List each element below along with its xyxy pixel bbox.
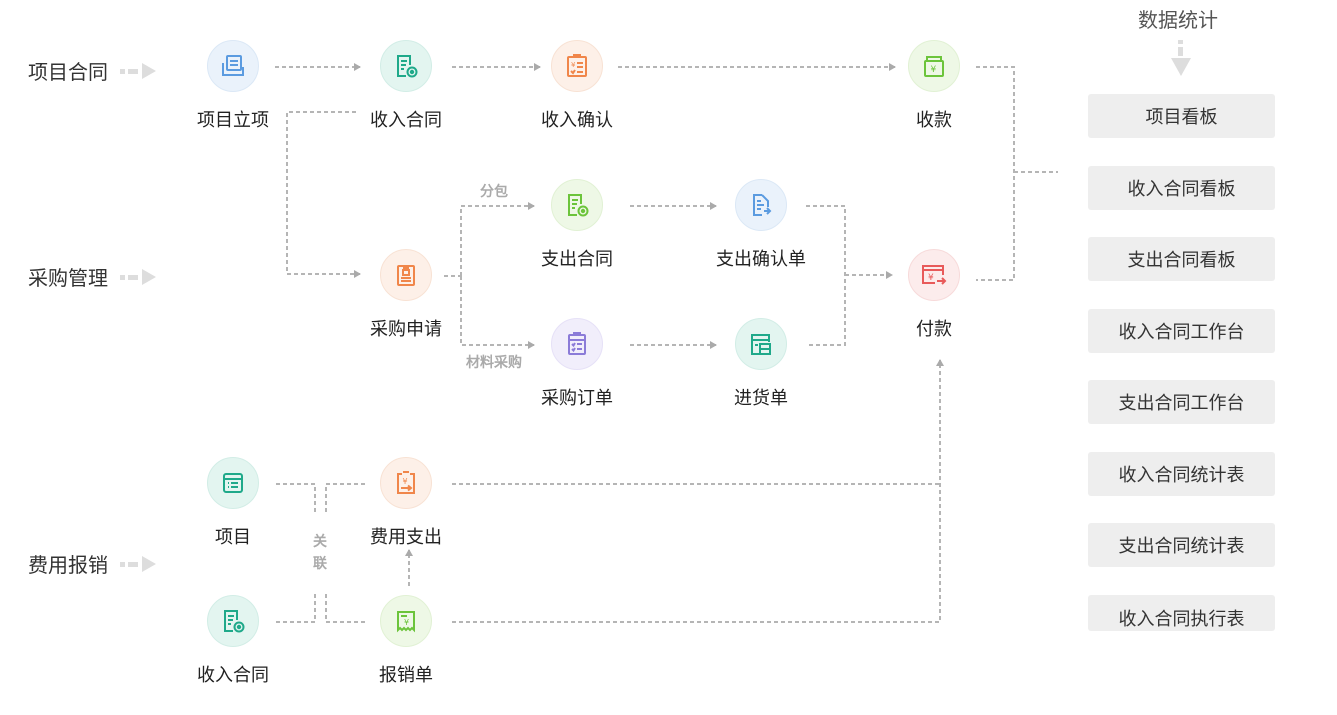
node-project[interactable]: 项目 <box>183 457 283 549</box>
node-income-confirm[interactable]: ¥ 收入确认 <box>527 40 627 132</box>
node-expense-out[interactable]: ¥ 费用支出 <box>356 457 456 549</box>
svg-text:¥: ¥ <box>928 273 934 283</box>
node-label: 采购申请 <box>370 319 442 340</box>
inbox-document-icon <box>207 40 259 92</box>
arrow-down-icon <box>1170 40 1192 80</box>
row-label-text: 项目合同 <box>28 60 108 84</box>
contract-seal-icon <box>380 40 432 92</box>
svg-text:¥: ¥ <box>571 61 576 69</box>
node-label: 收入确认 <box>541 110 613 131</box>
edge-label-subcontract: 分包 <box>480 184 508 200</box>
edge-setup-to-purchase-request <box>286 111 361 278</box>
node-label: 收入合同 <box>197 665 269 686</box>
yuan-window-icon: ¥ <box>908 249 960 301</box>
node-label: 进货单 <box>734 388 788 409</box>
node-label: 采购订单 <box>541 388 613 409</box>
node-project-setup[interactable]: 项目立项 <box>183 40 283 132</box>
row-label-reimbursement: 费用报销 <box>28 549 158 578</box>
row-label-text: 采购管理 <box>28 266 108 290</box>
stat-button-expense-contract-statistics[interactable]: 支出合同统计表 <box>1088 523 1275 567</box>
node-goods-receipt[interactable]: 进货单 <box>711 318 811 410</box>
edge-material-purchase <box>460 276 535 349</box>
row-label-project-contract: 项目合同 <box>28 56 158 85</box>
node-label: 项目立项 <box>197 110 269 131</box>
node-label: 收款 <box>916 110 952 131</box>
stat-button-income-contract-workbench[interactable]: 收入合同工作台 <box>1088 309 1275 353</box>
edge-label-relate-char: 关 <box>313 534 327 550</box>
yuan-box-icon: ¥ <box>908 40 960 92</box>
arrow-right-icon <box>120 62 158 79</box>
clipboard-check-icon <box>551 318 603 370</box>
edge-project-relate <box>276 483 316 512</box>
node-income-contract[interactable]: 收入合同 <box>356 40 456 132</box>
node-reimbursement[interactable]: ¥ 报销单 <box>356 595 456 687</box>
stat-button-income-contract-board[interactable]: 收入合同看板 <box>1088 166 1275 210</box>
edge-relate-to-reimbursement <box>325 594 366 623</box>
node-label: 支出确认单 <box>716 249 806 270</box>
node-income-contract-2[interactable]: 收入合同 <box>183 595 283 687</box>
node-label: 报销单 <box>379 665 433 686</box>
row-label-procurement: 采购管理 <box>28 262 158 291</box>
form-table-icon <box>735 318 787 370</box>
clipboard-bag-icon <box>380 249 432 301</box>
yuan-clipboard-icon: ¥ <box>380 457 432 509</box>
edge-receipt-to-stats <box>976 66 1015 281</box>
row-label-text: 费用报销 <box>28 553 108 577</box>
document-arrow-icon <box>735 179 787 231</box>
arrow-right-icon <box>120 555 158 572</box>
node-expense-confirm[interactable]: 支出确认单 <box>711 179 811 271</box>
edge-reimbursement-to-payment <box>452 359 944 623</box>
stat-button-expense-contract-workbench[interactable]: 支出合同工作台 <box>1088 380 1275 424</box>
svg-text:¥: ¥ <box>404 618 409 627</box>
edge-subcontract <box>460 202 535 276</box>
contract-seal-icon <box>207 595 259 647</box>
yuan-checklist-icon: ¥ <box>551 40 603 92</box>
edge-expense-confirm-merge <box>806 205 846 346</box>
arrow-right-icon <box>120 268 158 285</box>
node-receipt[interactable]: ¥ 收款 <box>884 40 984 132</box>
edge-label-relate: 关 联 <box>312 531 328 575</box>
node-label: 收入合同 <box>370 110 442 131</box>
svg-text:¥: ¥ <box>931 65 937 75</box>
node-label: 支出合同 <box>541 249 613 270</box>
edge-relate-to-expense-out <box>325 483 366 512</box>
stats-title: 数据统计 <box>1138 8 1218 32</box>
edge-income-contract-relate <box>276 594 316 623</box>
node-label: 项目 <box>215 527 251 548</box>
node-purchase-request[interactable]: 采购申请 <box>356 249 456 341</box>
contract-seal-icon <box>551 179 603 231</box>
node-expense-contract[interactable]: 支出合同 <box>527 179 627 271</box>
node-label: 付款 <box>916 319 952 340</box>
node-purchase-order[interactable]: 采购订单 <box>527 318 627 410</box>
node-label: 费用支出 <box>370 527 442 548</box>
node-payment[interactable]: ¥ 付款 <box>884 249 984 341</box>
svg-text:¥: ¥ <box>403 477 408 486</box>
stat-button-expense-contract-board[interactable]: 支出合同看板 <box>1088 237 1275 281</box>
stat-button-income-contract-execution[interactable]: 收入合同执行表 <box>1088 595 1275 631</box>
stat-button-income-contract-statistics[interactable]: 收入合同统计表 <box>1088 452 1275 496</box>
stat-button-project-board[interactable]: 项目看板 <box>1088 94 1275 138</box>
edge-label-material-purchase: 材料采购 <box>466 355 522 371</box>
receipt-yuan-icon: ¥ <box>380 595 432 647</box>
edge-label-relate-char: 联 <box>313 556 327 572</box>
list-window-icon <box>207 457 259 509</box>
